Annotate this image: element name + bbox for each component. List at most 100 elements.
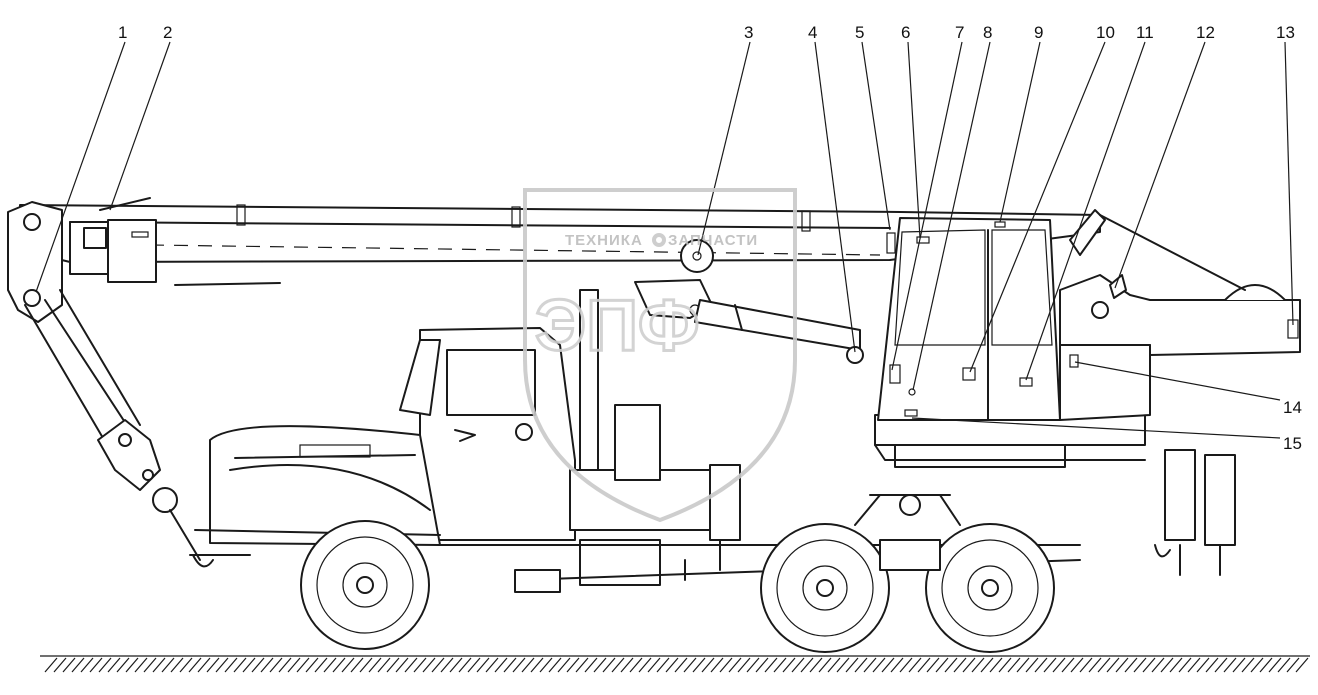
callout-3: 3 xyxy=(744,23,753,42)
ground-hatch-line xyxy=(413,657,427,673)
ground-hatch-line xyxy=(890,657,904,673)
callout-14: 14 xyxy=(1283,398,1302,417)
ground-hatch-line xyxy=(917,657,931,673)
ground-hatch-line xyxy=(1061,657,1075,673)
ground-hatch-line xyxy=(359,657,373,673)
ground-hatch-line xyxy=(602,657,616,673)
callout-9: 9 xyxy=(1034,23,1043,42)
ground-hatch-line xyxy=(1115,657,1129,673)
ground-hatch-line xyxy=(377,657,391,673)
ground-hatch-line xyxy=(845,657,859,673)
callout-7: 7 xyxy=(955,23,964,42)
ground-hatch-line xyxy=(260,657,274,673)
ground-hatch-line xyxy=(287,657,301,673)
ground-hatch-line xyxy=(701,657,715,673)
ground-hatch-line xyxy=(485,657,499,673)
ground-hatch-line xyxy=(242,657,256,673)
ground-hatch-line xyxy=(89,657,103,673)
ground-hatch-line xyxy=(647,657,661,673)
ground-hatch-line xyxy=(1142,657,1156,673)
ground-hatch-line xyxy=(593,657,607,673)
ground-hatch-line xyxy=(116,657,130,673)
ground-hatch-line xyxy=(557,657,571,673)
ground-hatch-line xyxy=(1160,657,1174,673)
ground-hatch-line xyxy=(620,657,634,673)
ground-hatch-line xyxy=(314,657,328,673)
ground-hatch-line xyxy=(53,657,67,673)
ground-hatch-line xyxy=(1205,657,1219,673)
ground-hatch-line xyxy=(206,657,220,673)
ground-hatch-line xyxy=(719,657,733,673)
ground-hatch-line xyxy=(953,657,967,673)
ground-hatch-line xyxy=(161,657,175,673)
ground-hatch-line xyxy=(395,657,409,673)
ground-hatch-line xyxy=(1070,657,1084,673)
callout-5: 5 xyxy=(855,23,864,42)
ground-hatch-line xyxy=(1268,657,1282,673)
ground-hatch-line xyxy=(1241,657,1255,673)
ground-hatch-line xyxy=(980,657,994,673)
ground-hatch-line xyxy=(494,657,508,673)
ground-hatch-line xyxy=(548,657,562,673)
ground-hatch-line xyxy=(71,657,85,673)
ground-hatch-line xyxy=(467,657,481,673)
ground-hatch-line xyxy=(197,657,211,673)
ground-hatch-line xyxy=(179,657,193,673)
boom-sheave xyxy=(680,239,714,273)
ground-hatch-line xyxy=(215,657,229,673)
boom-head xyxy=(7,201,63,323)
ground-hatch-line xyxy=(935,657,949,673)
ground-hatch-line xyxy=(656,657,670,673)
ground-hatch-line xyxy=(323,657,337,673)
watermark-logo: ЭПФ xyxy=(535,286,699,366)
ground-hatch-line xyxy=(908,657,922,673)
ground-hatch-line xyxy=(251,657,265,673)
ground-hatch-line xyxy=(368,657,382,673)
ground-hatch-line xyxy=(350,657,364,673)
ground-hatch-line xyxy=(692,657,706,673)
ground-hatch-line xyxy=(827,657,841,673)
ground-hatch-line xyxy=(1025,657,1039,673)
operator-cabin xyxy=(877,217,1061,421)
ground-hatch-line xyxy=(881,657,895,673)
callout-8: 8 xyxy=(983,23,992,42)
wheels xyxy=(300,520,1055,653)
ground-hatch-line xyxy=(1223,657,1237,673)
wheel xyxy=(760,523,890,653)
callout-11: 11 xyxy=(1136,23,1154,42)
ground-hatch-line xyxy=(62,657,76,673)
ground-hatch-line xyxy=(1214,657,1228,673)
ground-hatch-line xyxy=(80,657,94,673)
ground-hatch-line xyxy=(818,657,832,673)
callout-15: 15 xyxy=(1283,434,1302,453)
ground-hatch-line xyxy=(296,657,310,673)
ground-hatch-line xyxy=(638,657,652,673)
ground-hatch-line xyxy=(989,657,1003,673)
ground-hatch-line xyxy=(971,657,985,673)
ground-hatch-line xyxy=(503,657,517,673)
callout-1: 1 xyxy=(118,23,127,42)
ground-hatch-line xyxy=(386,657,400,673)
ground-hatch-line xyxy=(1016,657,1030,673)
callout-13: 13 xyxy=(1276,23,1295,42)
ground-hatch-line xyxy=(341,657,355,673)
ground-hatch-line xyxy=(1034,657,1048,673)
wheel xyxy=(925,523,1055,653)
hook-block xyxy=(24,289,214,568)
ground-hatch-line xyxy=(1178,657,1192,673)
ground-hatch-line xyxy=(863,657,877,673)
rear-suspension xyxy=(854,494,961,571)
ground-hatch-line xyxy=(170,657,184,673)
ground-hatch-line xyxy=(440,657,454,673)
counterweight xyxy=(1059,209,1301,421)
leader-lines xyxy=(35,41,1294,439)
ground-hatch-line xyxy=(125,657,139,673)
ground-hatch-line xyxy=(782,657,796,673)
boom-sheave-axle xyxy=(692,251,702,261)
ground-hatch-line xyxy=(1097,657,1111,673)
ground-hatch-line xyxy=(854,657,868,673)
ground-hatch-line xyxy=(737,657,751,673)
ground-hatch-line xyxy=(665,657,679,673)
ground-hatch-line xyxy=(629,657,643,673)
ground-hatch-line xyxy=(1106,657,1120,673)
